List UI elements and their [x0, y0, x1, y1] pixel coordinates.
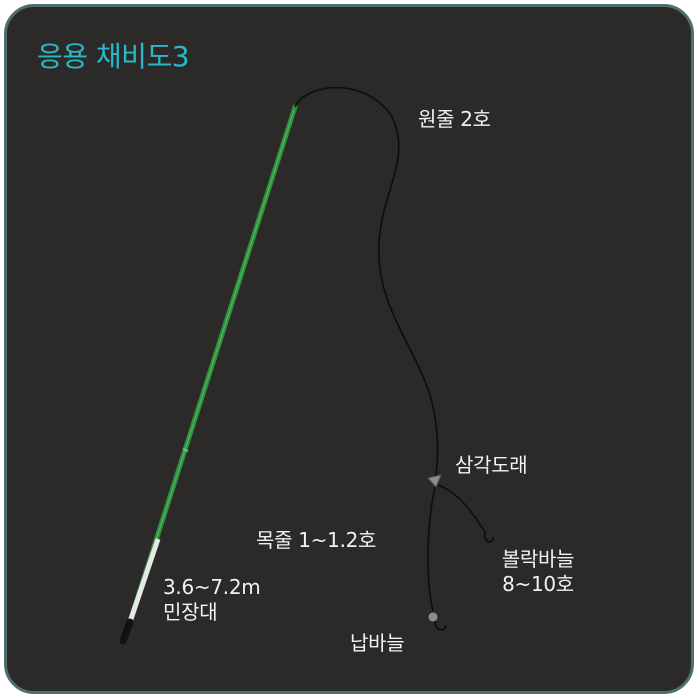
leader-label: 목줄 1~1.2호 [256, 528, 377, 552]
main-line-label: 원줄 2호 [418, 107, 491, 131]
rig-diagram [119, 86, 494, 645]
main-line [294, 86, 439, 482]
sinker-hook [428, 612, 447, 631]
rockfish-hook [483, 531, 494, 543]
sinker-hook-curve [434, 620, 447, 631]
diagram-title: 응용 채비도3 [37, 40, 190, 73]
rod-joint-ring [182, 448, 189, 452]
rockfish-hook-curve [483, 531, 494, 543]
rod-label: 3.6~7.2m 민장대 [163, 575, 261, 625]
rockfish-hook-label: 볼락바늘 8~10호 [483, 547, 593, 597]
hook-name: 볼락바늘 [501, 547, 575, 571]
rod-type: 민장대 [163, 600, 218, 624]
swivel-body [427, 474, 442, 488]
sinker-weight [428, 612, 438, 622]
sinker-hook-label: 납바늘 [350, 631, 405, 655]
rod-grip [127, 538, 161, 623]
rig-diagram-card: 응용 채비도3 원줄 2호 삼각도래 목줄 1~1.2호 볼락바늘 8~10호 … [4, 4, 694, 694]
triangle-swivel [427, 474, 442, 488]
swivel-label: 삼각도래 [455, 453, 528, 477]
rod-butt [119, 618, 134, 645]
hook-size: 8~10호 [502, 572, 574, 596]
rod-length: 3.6~7.2m [163, 575, 261, 599]
leader-line [427, 486, 436, 612]
branch-line [437, 484, 486, 533]
rod [119, 104, 298, 645]
